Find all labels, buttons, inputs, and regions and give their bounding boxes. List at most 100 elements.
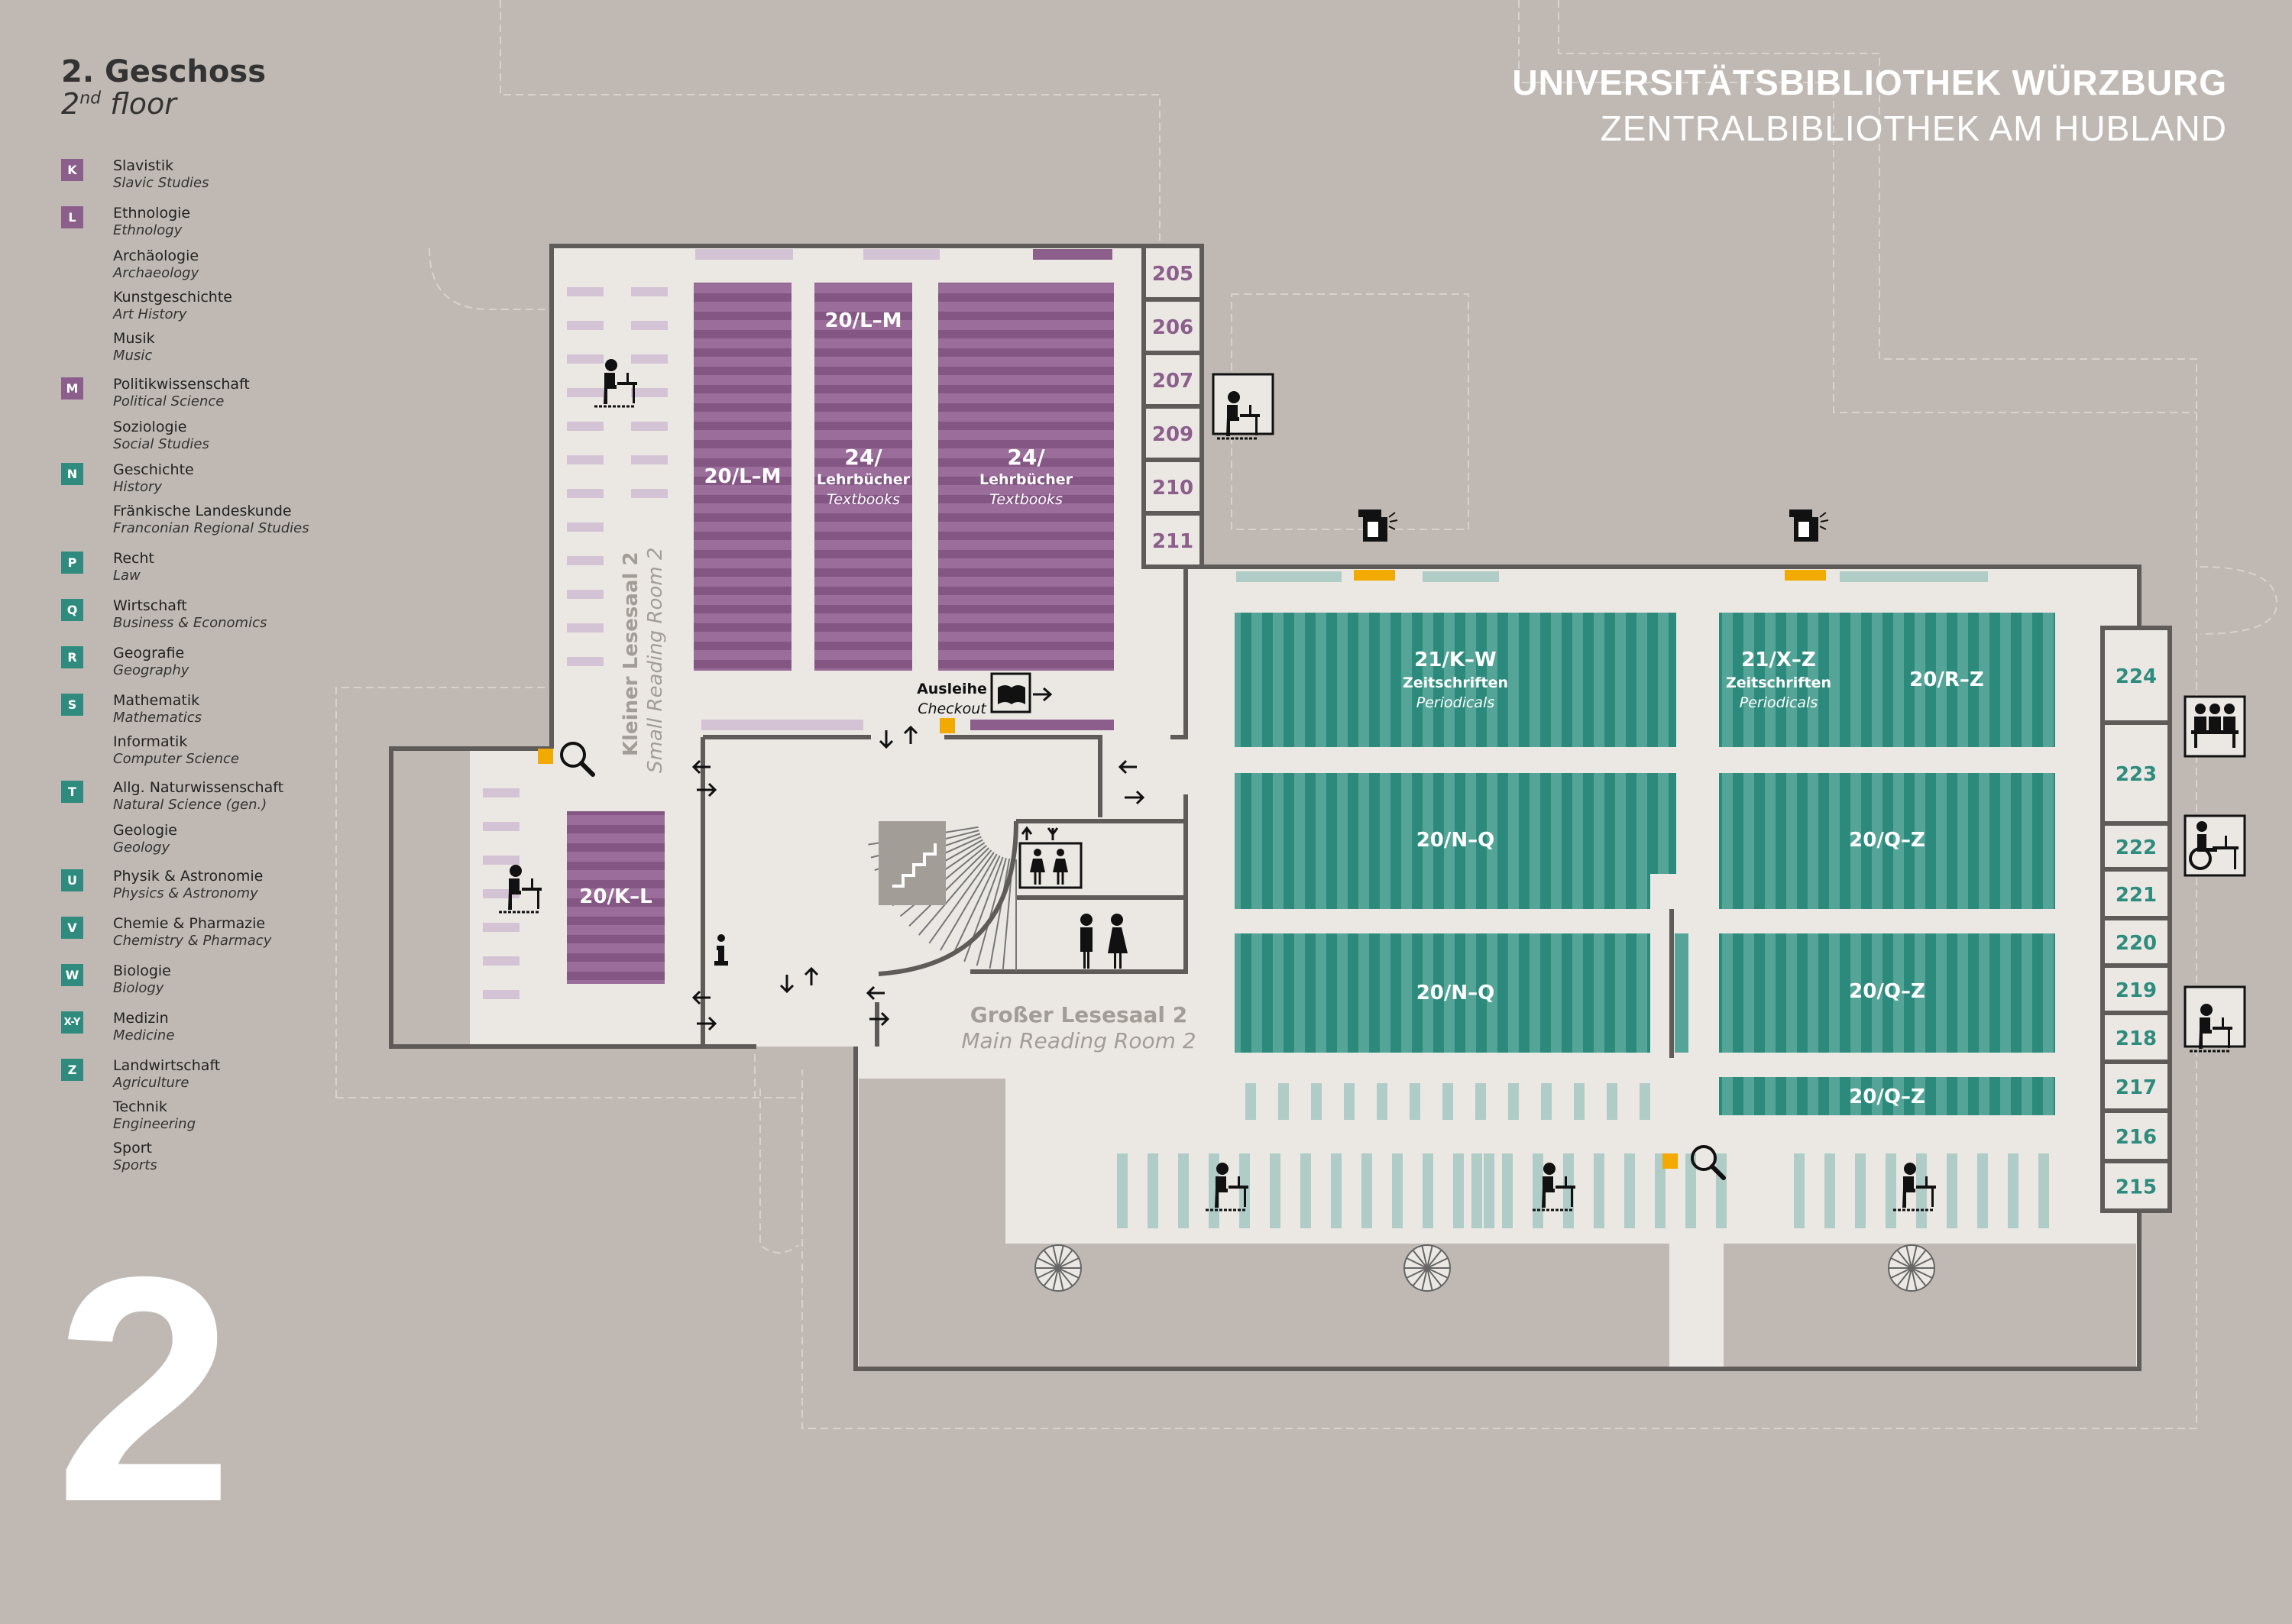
floor-big-number: 2	[55, 1211, 234, 1569]
shelf-label: Textbooks	[989, 491, 1063, 508]
desk-mark	[1442, 1083, 1453, 1120]
legend-subject-en: Social Studies	[113, 436, 209, 452]
legend-subject-en: Political Science	[113, 393, 225, 409]
room-number: 210	[1152, 477, 1193, 500]
legend-subject-de: Wirtschaft	[113, 597, 187, 614]
stair-step	[976, 857, 1007, 966]
legend-subject-de: Allg. Naturwissenschaft	[113, 779, 284, 796]
shelf-label: 20/Q–Z	[1849, 829, 1925, 852]
desk-mark	[2008, 1153, 2018, 1228]
legend-subject-de: Mathematik	[113, 692, 200, 709]
room-number: 206	[1152, 316, 1193, 339]
desk-mark	[1377, 1083, 1387, 1120]
shelf-label: Periodicals	[1416, 694, 1495, 711]
spiral-stairs	[1034, 1244, 1935, 1292]
copier-icon	[1358, 509, 1829, 542]
legend-subject-de: Geografie	[113, 645, 185, 662]
legend-subject-en: Geography	[113, 662, 189, 678]
stair-step	[989, 859, 1011, 969]
purple-shelves	[567, 283, 1114, 984]
legend-subject-en: Business & Economics	[113, 615, 267, 631]
desk-mark	[1392, 1153, 1403, 1228]
info-icon	[714, 934, 728, 966]
small-reading-room-label-en: Small Reading Room 2	[644, 548, 667, 773]
shelf-label: 21/X–Z	[1741, 649, 1816, 671]
legend-subject-en: Slavic Studies	[113, 175, 209, 191]
legend-badge: R	[61, 646, 83, 668]
desk-mark	[1311, 1083, 1322, 1120]
desk-mark	[1475, 1083, 1486, 1120]
legend-subject-de: Geschichte	[113, 461, 194, 478]
legend-subject-de: Sport	[113, 1140, 153, 1157]
desk-mark	[1300, 1153, 1311, 1228]
desk-mark	[1886, 1153, 1896, 1228]
shelf-label: 20/R–Z	[1909, 668, 1984, 691]
legend-subject-en: History	[113, 479, 163, 495]
floor-label-en: 2nd floor	[61, 87, 266, 121]
shelf-label: Textbooks	[827, 491, 900, 508]
desk-mark	[1270, 1153, 1280, 1228]
legend-subject-en: Mathematics	[113, 710, 202, 726]
floor-word: floor	[101, 87, 176, 121]
dashed-paths	[335, 0, 2278, 1429]
library-title: UNIVERSITÄTSBIBLIOTHEK WÜRZBURG ZENTRALB…	[1512, 60, 2227, 151]
legend-subject-en: Geology	[113, 839, 170, 856]
legend-badge: X-Y	[61, 1011, 83, 1034]
room-number: 215	[2116, 1176, 2157, 1199]
legend-subject-de: Archäologie	[113, 247, 199, 264]
lift-icon	[1018, 826, 1083, 889]
shelf-label: 20/K–L	[579, 885, 652, 908]
desk-mark	[1178, 1153, 1189, 1228]
room-number: 224	[2116, 665, 2157, 688]
staircase	[868, 820, 1018, 976]
legend-subject-de: Fränkische Landeskunde	[113, 503, 292, 519]
wheelchair-desk-icon	[2184, 814, 2246, 877]
legend-subject-en: Natural Science (gen.)	[113, 797, 267, 813]
room-labels: Kleiner Lesesaal 2 Small Reading Room 2 …	[620, 548, 1196, 1053]
desk-mark	[2038, 1153, 2049, 1228]
legend-badge: S	[61, 694, 83, 716]
legend-subject-en: Art History	[113, 306, 187, 322]
boxed-desk-icon	[1212, 373, 2246, 1053]
legend-subject-en: Engineering	[113, 1116, 196, 1132]
room-number: 205	[1152, 263, 1193, 286]
desk-mark	[1245, 1083, 1256, 1120]
desk-mark	[1484, 1153, 1494, 1228]
checkout-label: Ausleihe	[917, 681, 987, 697]
legend-badge: N	[61, 463, 83, 485]
yellow-markers	[538, 570, 1826, 1169]
desk-mark	[1410, 1083, 1420, 1120]
desk-mark	[1640, 1083, 1650, 1120]
legend-badge: Z	[61, 1059, 83, 1081]
desk-mark	[1533, 1153, 1543, 1228]
legend-subject-de: Geologie	[113, 822, 177, 839]
small-reading-room-label: Kleiner Lesesaal 2	[620, 552, 643, 756]
legend-subject-en: Agriculture	[113, 1075, 189, 1091]
purple-shelf-labels: 20/L–M 20/L–M 24/ Lehrbücher Textbooks 2…	[579, 309, 1073, 908]
legend-subject-de: Chemie & Pharmazie	[113, 915, 266, 932]
room-number: 221	[2116, 884, 2157, 907]
desk-mark	[1947, 1153, 1957, 1228]
legend-subject-en: Ethnology	[113, 222, 183, 238]
desk-mark	[1574, 1083, 1585, 1120]
shelf-label: 20/N–Q	[1416, 829, 1495, 852]
legend-subject-en: Law	[113, 568, 141, 584]
desk-mark	[1824, 1153, 1835, 1228]
floor-number: 2	[61, 87, 80, 121]
legend-subject-de: Slavistik	[113, 157, 174, 174]
shelf-label: 20/L–M	[704, 465, 781, 488]
library-name: UNIVERSITÄTSBIBLIOTHEK WÜRZBURG	[1512, 63, 2227, 102]
legend-subject-de: Recht	[113, 550, 154, 567]
room-number: 211	[1152, 530, 1193, 553]
legend-subject-en: Medicine	[113, 1027, 175, 1043]
desk-mark	[1453, 1153, 1464, 1228]
room-number: 222	[2116, 836, 2157, 859]
legend-subject-de: Ethnologie	[113, 205, 191, 222]
desk-mark	[1361, 1153, 1372, 1228]
main-reading-room-label: Großer Lesesaal 2	[970, 1002, 1187, 1027]
legend-subject-de: Politikwissenschaft	[113, 376, 250, 393]
stair-step	[928, 852, 995, 944]
spiral-stair	[1888, 1244, 1935, 1292]
legend-subject-en: Biology	[113, 980, 164, 996]
